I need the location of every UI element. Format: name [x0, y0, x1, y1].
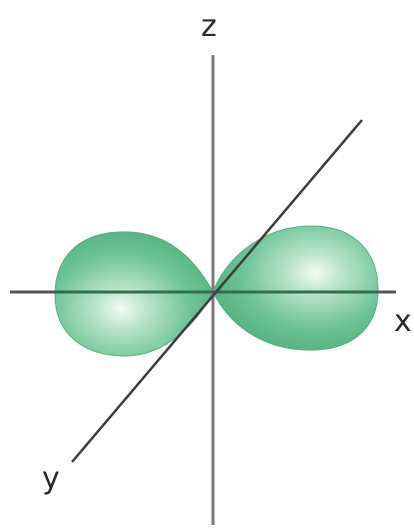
orbital-lobe-right — [212, 225, 379, 351]
orbital-lobe-left — [54, 231, 214, 357]
y-axis — [71, 119, 363, 463]
z-axis-label: z — [201, 9, 217, 44]
x-axis-label: x — [394, 304, 412, 339]
y-axis-label: y — [42, 461, 60, 496]
